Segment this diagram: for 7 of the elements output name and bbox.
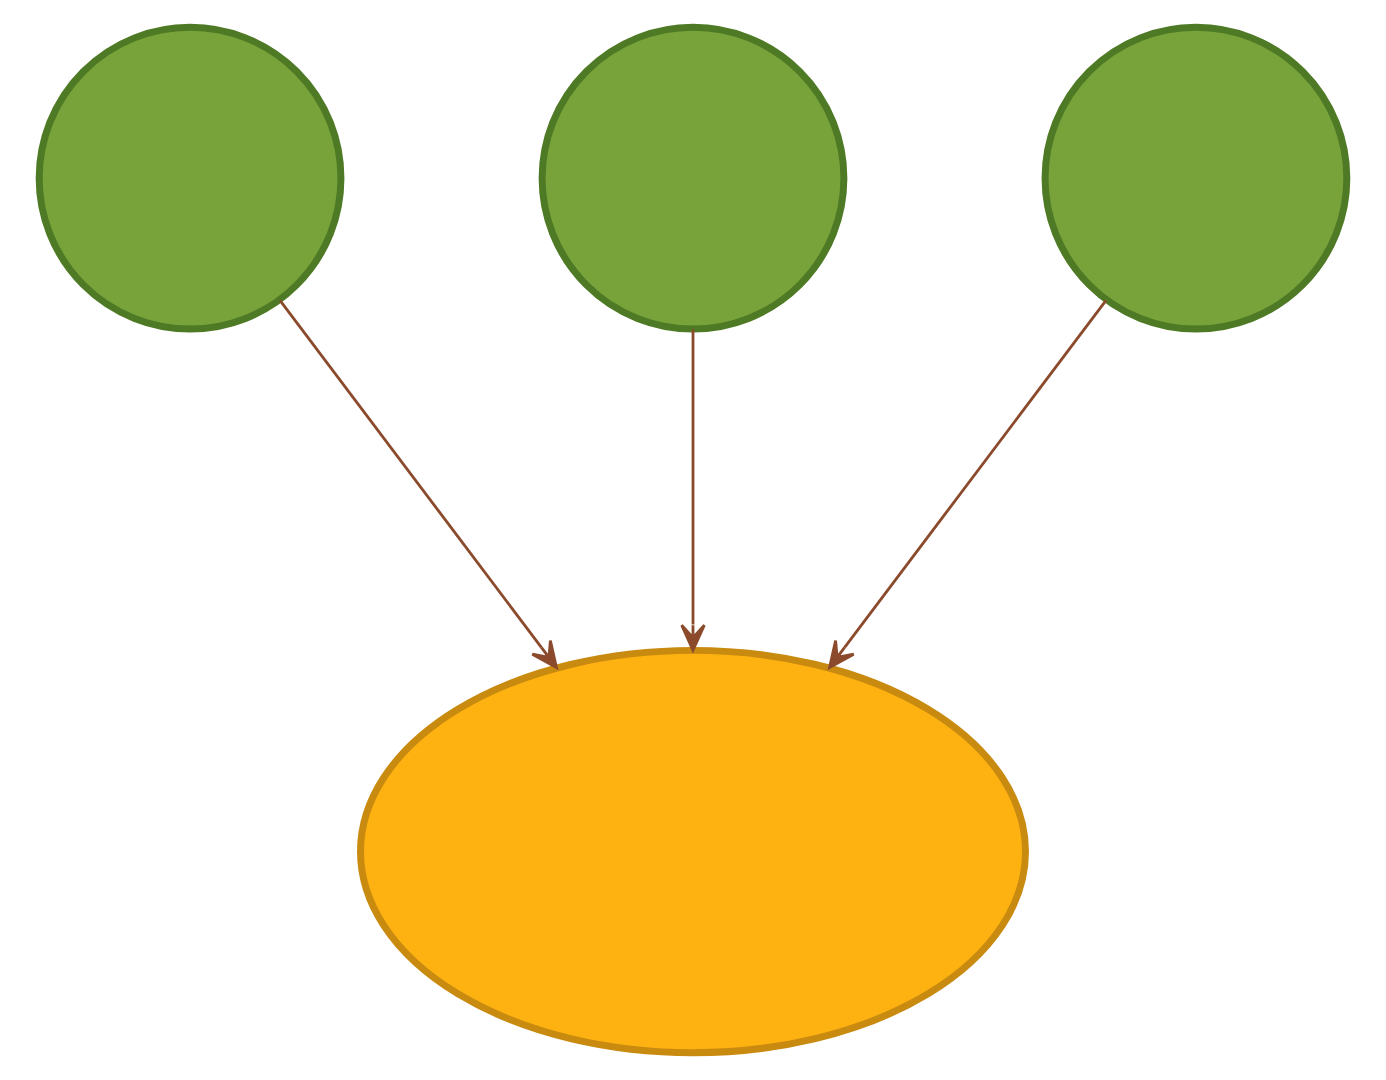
arrow	[278, 299, 558, 669]
node-ellipse	[357, 646, 1029, 1057]
node-circle	[1041, 23, 1351, 333]
arrow	[828, 299, 1108, 669]
arrow	[680, 329, 706, 652]
node-circle	[35, 23, 345, 333]
node-circle	[538, 23, 848, 333]
